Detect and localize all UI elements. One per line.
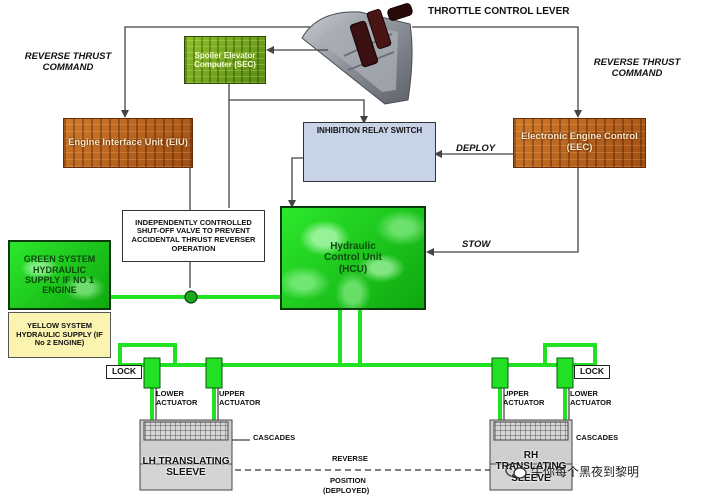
reverse-position-line2: POSITION bbox=[330, 476, 366, 485]
lower-actuator-right-label: LOWER ACTUATOR bbox=[570, 389, 612, 407]
lock-left: LOCK bbox=[106, 365, 142, 379]
eiu-box: Engine Interface Unit (EIU) bbox=[63, 118, 193, 168]
eec-box: Electronic Engine Control (EEC) bbox=[513, 118, 646, 168]
deploy-label: DEPLOY bbox=[456, 143, 496, 154]
stow-label: STOW bbox=[462, 239, 491, 250]
yellow-system-supply: YELLOW SYSTEM HYDRAULIC SUPPLY (IF No 2 … bbox=[8, 312, 111, 358]
watermark: 牛你每个黑夜到黎明 bbox=[505, 462, 639, 480]
hcu-box: Hydraulic Control Unit (HCU) bbox=[280, 206, 426, 310]
sec-box: Spoiler Elevator Computer (SEC) bbox=[184, 36, 266, 84]
lock-right: LOCK bbox=[574, 365, 610, 379]
upper-actuator-right-label: UPPER ACTUATOR bbox=[503, 389, 545, 407]
throttle-lever-icon bbox=[301, 3, 413, 105]
reverse-thrust-command-left: REVERSE THRUST COMMAND bbox=[24, 51, 112, 73]
throttle-lever-label: THROTTLE CONTROL LEVER bbox=[428, 6, 570, 17]
lh-sleeve-label: LH TRANSLATING SLEEVE bbox=[142, 455, 230, 479]
shutoff-valve-note: INDEPENDENTLY CONTROLLED SHUT-OFF VALVE … bbox=[122, 210, 265, 262]
reverse-thrust-command-right: REVERSE THRUST COMMAND bbox=[593, 57, 681, 79]
rh-sleeve-graphic bbox=[489, 419, 573, 491]
reverse-position-line1: REVERSE bbox=[332, 454, 368, 463]
inhibition-relay-switch: INHIBITION RELAY SWITCH bbox=[303, 122, 436, 182]
watermark-text: 牛你每个黑夜到黎明 bbox=[531, 464, 640, 479]
lower-actuator-left-label: LOWER ACTUATOR bbox=[156, 389, 198, 407]
lh-sleeve-graphic bbox=[139, 419, 233, 491]
wechat-icon bbox=[505, 462, 527, 479]
cascades-right-label: CASCADES bbox=[576, 433, 619, 442]
upper-actuator-left-label: UPPER ACTUATOR bbox=[219, 389, 261, 407]
shutoff-valve-icon bbox=[184, 290, 198, 304]
cascades-left-label: CASCADES bbox=[253, 433, 296, 442]
green-system-supply: GREEN SYSTEM HYDRAULIC SUPPLY IF NO 1 EN… bbox=[8, 240, 111, 310]
rh-sleeve-label: RH TRANSLATING SLEEVE bbox=[495, 449, 567, 484]
reverse-position-line3: (DEPLOYED) bbox=[323, 486, 370, 495]
